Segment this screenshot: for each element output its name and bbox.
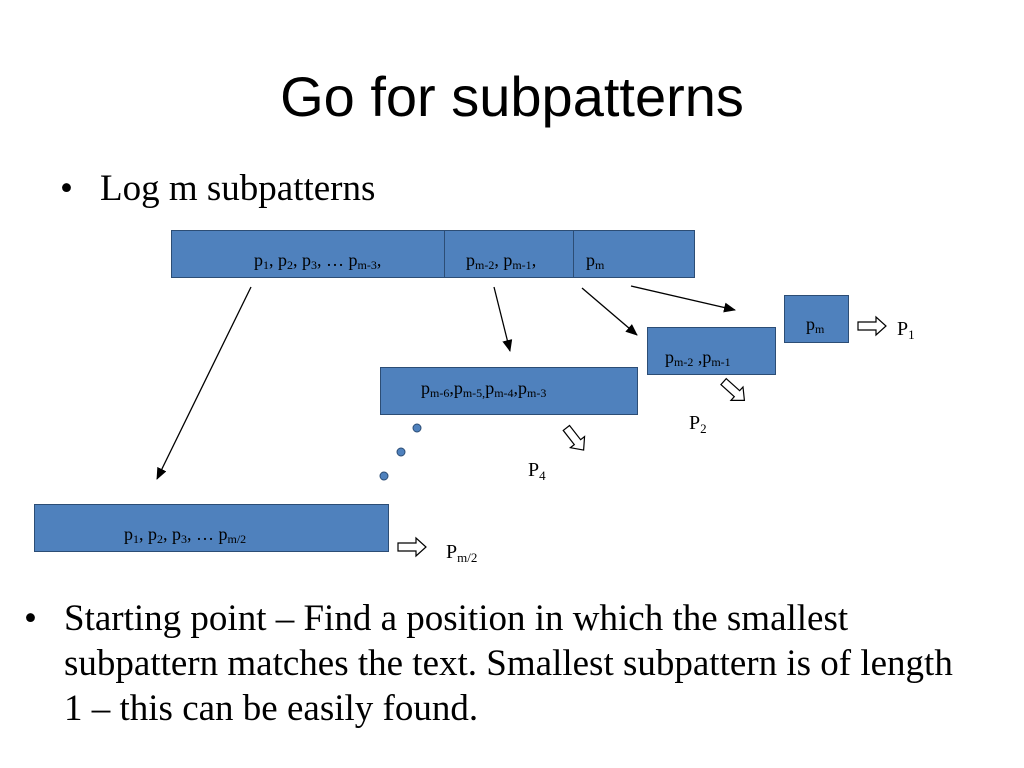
- full-pattern-segment: [172, 231, 445, 277]
- bullet-symbol: •: [24, 598, 37, 639]
- subpattern-label-pm: pm: [806, 314, 825, 336]
- subpattern-box-pm: [784, 295, 849, 343]
- subpattern-label-half: p1, p2, p3, … pm/2: [124, 524, 247, 546]
- bullet-symbol: •: [60, 168, 73, 209]
- subpattern-box-pm6-pm3: [380, 367, 638, 415]
- arrow-to-pm2-pm1: [581, 287, 638, 336]
- block-arrow-icon: [397, 536, 427, 558]
- subpattern-label-pm6-pm3: pm-6,pm-5,pm-4,pm-3: [421, 378, 547, 400]
- arrow-to-half: [156, 286, 252, 480]
- subpattern-label-pm2-pm1: pm-2 ,pm-1: [665, 347, 731, 369]
- arrow-to-pm: [630, 285, 736, 313]
- ellipsis-dot: [379, 471, 389, 481]
- block-arrow-icon: [857, 315, 887, 337]
- slide-title: Go for subpatterns: [280, 65, 744, 128]
- bullet-text: Starting point – Find a position in whic…: [64, 598, 953, 729]
- ellipsis-dot: [396, 447, 406, 457]
- bullet-item: • Log m subpatterns: [60, 166, 375, 211]
- bullet-text: Log m subpatterns: [100, 168, 376, 209]
- subpattern-name-p4: P4: [528, 459, 546, 483]
- arrow-to-pm6-pm3: [493, 286, 513, 352]
- bullet-item: • Starting point – Find a position in wh…: [24, 596, 984, 731]
- full-pattern-bar: [171, 230, 695, 278]
- ellipsis-dot: [412, 423, 422, 433]
- subpattern-box-pm2-pm1: [647, 327, 776, 375]
- full-pattern-segment-label: pm-2, pm-1,: [466, 250, 537, 272]
- subpattern-name-p2: P2: [689, 412, 707, 436]
- subpattern-box-half: [34, 504, 389, 552]
- full-pattern-segment-label: p1, p2, p3, … pm-3,: [254, 250, 382, 272]
- subpattern-name-pm2: Pm/2: [446, 541, 478, 565]
- block-arrow-icon: [562, 424, 586, 451]
- full-pattern-segment-label: pm: [586, 250, 605, 272]
- full-pattern-segment: [444, 231, 574, 277]
- subpattern-name-p1: P1: [897, 318, 915, 342]
- block-arrow-icon: [720, 377, 746, 401]
